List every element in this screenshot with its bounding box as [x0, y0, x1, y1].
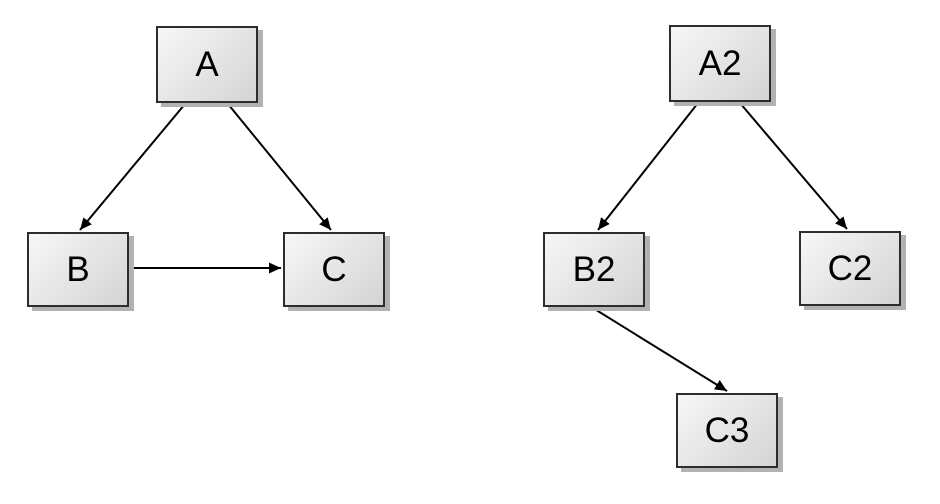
- edge-A2-B2: [597, 102, 699, 231]
- node-B-label: B: [66, 250, 90, 289]
- node-C2: C2: [799, 231, 901, 306]
- node-C-label: C: [321, 250, 347, 289]
- node-A: A: [156, 26, 258, 103]
- node-A2-label: A2: [698, 44, 742, 83]
- node-A-label: A: [195, 45, 219, 84]
- edge-A-C: [227, 103, 332, 231]
- node-B2: B2: [543, 232, 645, 307]
- node-C3: C3: [676, 393, 778, 468]
- node-C2-label: C2: [827, 249, 873, 288]
- node-A2: A2: [669, 25, 771, 102]
- node-C: C: [283, 232, 385, 307]
- node-B2-label: B2: [572, 250, 616, 289]
- edge-A2-C2: [739, 102, 848, 230]
- node-C3-label: C3: [704, 411, 750, 450]
- node-B: B: [27, 232, 129, 307]
- edges-group: [79, 102, 848, 392]
- edge-B2-C3: [592, 307, 728, 392]
- edge-A-B: [79, 103, 186, 231]
